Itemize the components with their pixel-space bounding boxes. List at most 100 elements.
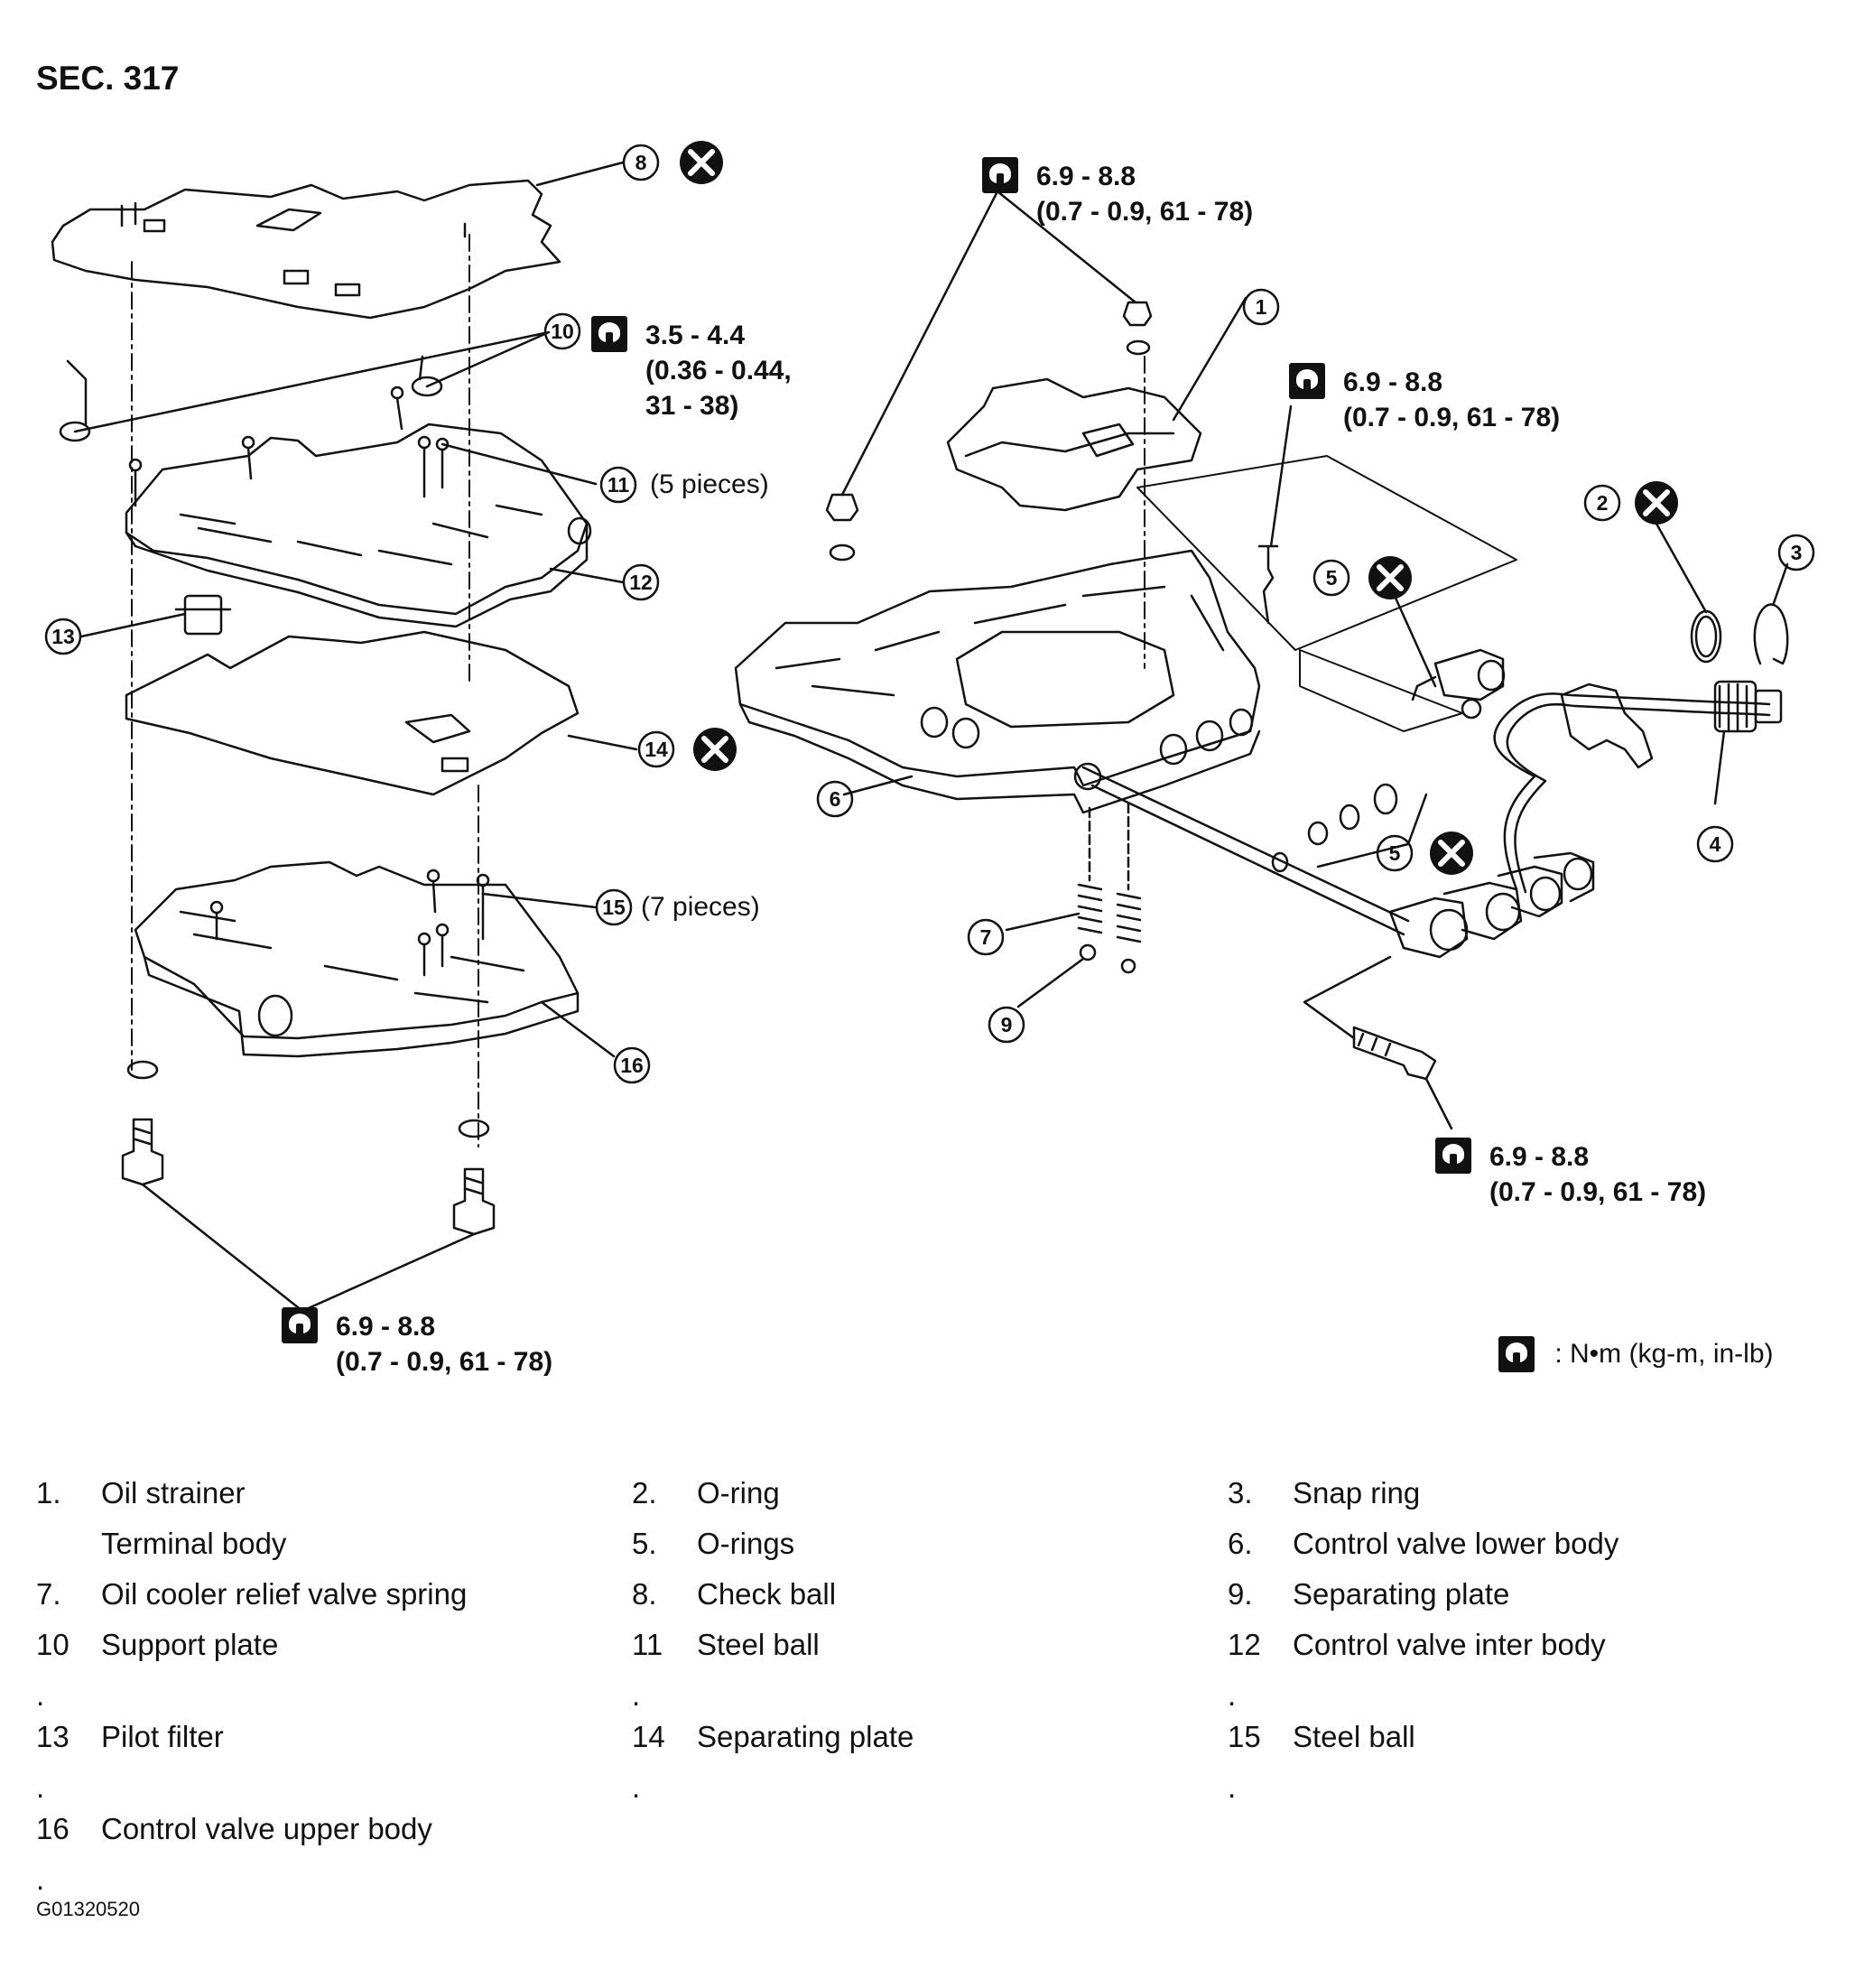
leader-line — [1393, 594, 1437, 688]
washer — [1126, 339, 1151, 356]
callout-4-label: 4 — [1710, 832, 1721, 856]
part-name: O-ring — [697, 1476, 780, 1510]
solenoid-shaft — [1081, 766, 1410, 936]
separating-plate-9-hole — [143, 218, 166, 233]
control-valve-lower-body-6-cavity — [955, 630, 1175, 729]
part-number: . — [632, 1678, 641, 1712]
support-plate-10-tab — [66, 355, 424, 426]
pilot-filter-13 — [183, 594, 223, 636]
callout-8-label: 9 — [1001, 1013, 1013, 1036]
callout-6 — [816, 780, 854, 818]
part-number: . — [1228, 1678, 1237, 1712]
callout-11-label: 11 — [608, 473, 630, 497]
leader-line — [840, 190, 1137, 497]
control-valve-upper-body-16-base — [143, 955, 580, 1058]
torque-conversion: (0.7 - 0.9, 61 - 78) — [1489, 1177, 1707, 1207]
leader-line — [481, 892, 598, 909]
nut — [1122, 301, 1153, 327]
do-not-reuse-icons — [680, 141, 1678, 875]
snap-ring-3 — [1753, 603, 1789, 665]
part-number — [36, 1527, 101, 1577]
pieces-label-15: (7 pieces) — [641, 892, 760, 922]
callout-15-label: 15 — [602, 896, 626, 919]
callout-11 — [599, 466, 637, 504]
terminal-body-4 — [1713, 680, 1783, 733]
torque-conversion: (0.7 - 0.9, 61 - 78) — [1036, 197, 1254, 227]
callout-9 — [622, 144, 660, 181]
part-number: . — [36, 1678, 45, 1712]
replace-part-icon — [680, 141, 723, 184]
torque-conversion: (0.7 - 0.9, 61 - 78) — [1343, 403, 1561, 432]
oil-strainer-1-screen — [1081, 423, 1135, 458]
nut — [825, 493, 859, 522]
torque-spec-upper-bolt: 6.9 - 8.8 (0.7 - 0.9, 61 - 78) — [1343, 365, 1560, 435]
control-valve-inter-body-12-boss — [567, 516, 592, 545]
part-number: 9. — [1228, 1577, 1253, 1611]
torque-wrench-icon — [1435, 1138, 1471, 1174]
replace-part-icon — [1430, 831, 1473, 875]
replace-part-icon — [1368, 556, 1412, 599]
part-name: Snap ring — [1293, 1476, 1421, 1510]
check-ball-8 — [1079, 943, 1097, 961]
separating-plate-14-hole — [441, 757, 469, 773]
wiring-harness — [1506, 702, 1771, 894]
torque-value: 3.5 - 4.4 — [645, 320, 746, 350]
part-number: 7. — [36, 1577, 61, 1611]
separating-plate-14-slot — [404, 713, 471, 744]
part-name: Separating plate — [1293, 1577, 1510, 1611]
terminal-bracket — [1560, 683, 1654, 769]
leader-line — [1772, 562, 1789, 605]
part-number: 10 — [36, 1628, 70, 1661]
torque-wrench-icon — [1289, 363, 1325, 399]
leader-line — [73, 330, 551, 433]
terminal-body-plate — [1136, 455, 1517, 651]
callout-7 — [967, 918, 1005, 956]
wiring-harness — [1493, 692, 1771, 891]
callout-9-label: 8 — [635, 151, 647, 174]
torque-value: 6.9 - 8.8 — [1489, 1142, 1590, 1172]
bolt-left — [121, 1118, 164, 1186]
callout-15 — [595, 888, 633, 926]
leader-line — [1005, 912, 1081, 932]
callout-7-label: 7 — [980, 925, 992, 949]
leader-line — [842, 775, 914, 796]
control-valve-upper-body-16-port — [257, 994, 293, 1037]
support-plate-10 — [59, 421, 91, 442]
callout-12 — [622, 563, 660, 601]
callout-4 — [1696, 825, 1734, 863]
part-number: 15 — [1228, 1720, 1261, 1753]
o-rings-5 — [1271, 783, 1398, 873]
torque-spec-top: 6.9 - 8.8 (0.7 - 0.9, 61 - 78) — [1036, 159, 1253, 229]
control-valve-upper-body-16 — [134, 860, 580, 1040]
part-number: 5. — [632, 1527, 657, 1560]
callout-16 — [613, 1046, 651, 1084]
callout-3-label: 3 — [1791, 541, 1803, 564]
callout-10-label: 10 — [551, 320, 574, 343]
part-number: 11 — [632, 1628, 663, 1661]
part-name: Oil strainer — [101, 1476, 246, 1510]
parts-row: Terminal body 5.O-rings 6.Control valve … — [36, 1527, 1823, 1577]
part-name: Separating plate — [697, 1720, 914, 1753]
part-number: 16 — [36, 1812, 70, 1845]
callout-6-label: 6 — [830, 787, 841, 811]
part-name: Check ball — [697, 1577, 837, 1611]
callout-16-label: 16 — [620, 1054, 644, 1077]
separating-plate-9 — [51, 179, 561, 320]
callout-13 — [44, 618, 82, 655]
leader-line — [1016, 957, 1085, 1008]
control-valve-upper-body-16-channels — [179, 910, 525, 1004]
part-number: 1. — [36, 1476, 61, 1510]
leader-line — [141, 1183, 476, 1313]
figure-code: G01320520 — [36, 1898, 140, 1920]
exploded-view-diagram: 8 10 11 12 13 14 15 16 1 2 3 4 5 5 6 7 9 — [44, 141, 1815, 1313]
part-name: Support plate — [101, 1628, 279, 1661]
torque-value: 6.9 - 8.8 — [336, 1312, 436, 1342]
torque-spec-lower-bolt: 6.9 - 8.8 (0.7 - 0.9, 61 - 78) — [1489, 1139, 1706, 1210]
leader-line — [1316, 793, 1428, 869]
torque-conversion: 31 - 38) — [645, 391, 739, 421]
separating-plate-9-hole — [334, 283, 361, 297]
replace-part-icon — [693, 728, 737, 771]
washer — [126, 1060, 159, 1080]
